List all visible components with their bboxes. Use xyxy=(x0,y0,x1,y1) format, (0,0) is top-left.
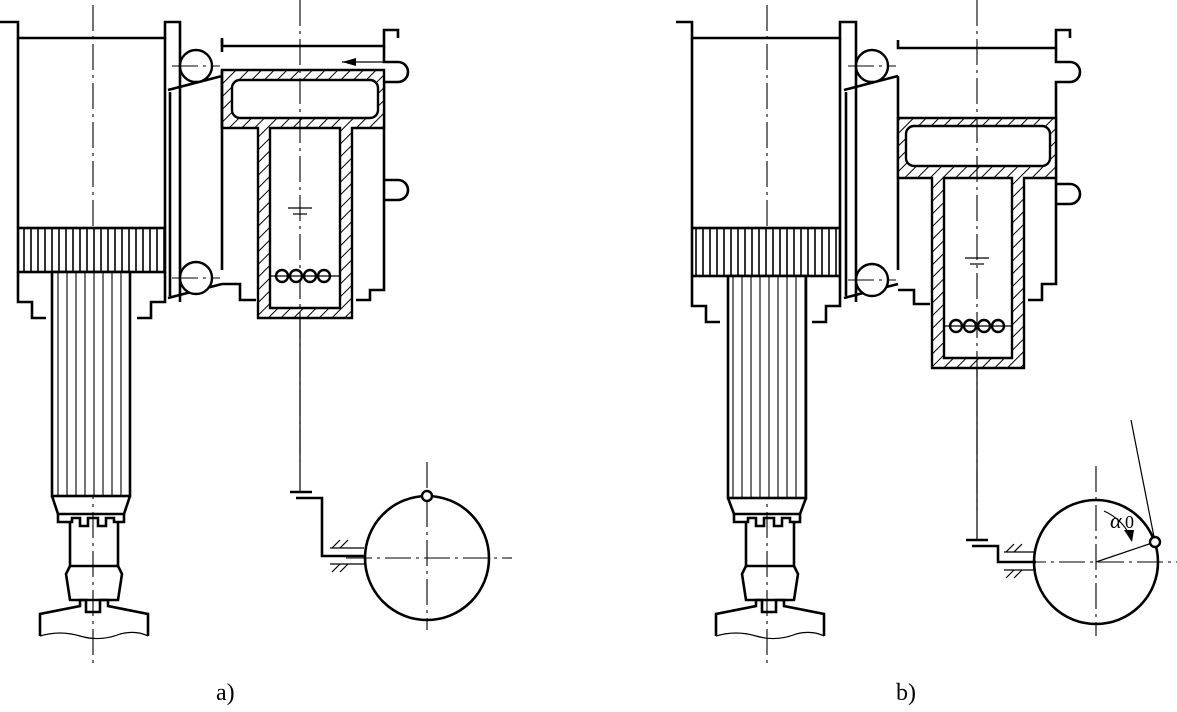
label-a: a) xyxy=(216,680,235,706)
label-b: b) xyxy=(896,680,916,706)
crank-pin-b xyxy=(1148,535,1162,549)
crank-pin xyxy=(420,489,434,503)
spindle-housing xyxy=(0,20,182,40)
panel-b: α 0 b) xyxy=(676,0,1177,706)
rocker-arm xyxy=(1130,419,1156,543)
tool-base-b xyxy=(714,598,826,636)
panel-a: a) xyxy=(0,0,512,706)
tool-base xyxy=(38,598,150,636)
angle-subscript: 0 xyxy=(1125,512,1134,532)
fluted-shaft xyxy=(50,270,132,498)
shaft-coupling xyxy=(56,514,126,528)
flow-arrow xyxy=(342,58,384,66)
angle-symbol: α xyxy=(1110,508,1122,533)
valve-body xyxy=(220,68,386,320)
ground-symbol xyxy=(330,539,364,573)
valve-housing xyxy=(220,28,400,48)
spring-coils xyxy=(270,268,340,284)
spring-coils-b xyxy=(944,318,1012,334)
knurled-collar-b xyxy=(690,226,842,278)
valve-body-b xyxy=(896,116,1058,370)
fluted-shaft-b xyxy=(726,274,808,500)
crank-radius xyxy=(1095,541,1156,563)
knurled-collar xyxy=(16,226,167,274)
ground-symbol-b xyxy=(1004,543,1036,579)
